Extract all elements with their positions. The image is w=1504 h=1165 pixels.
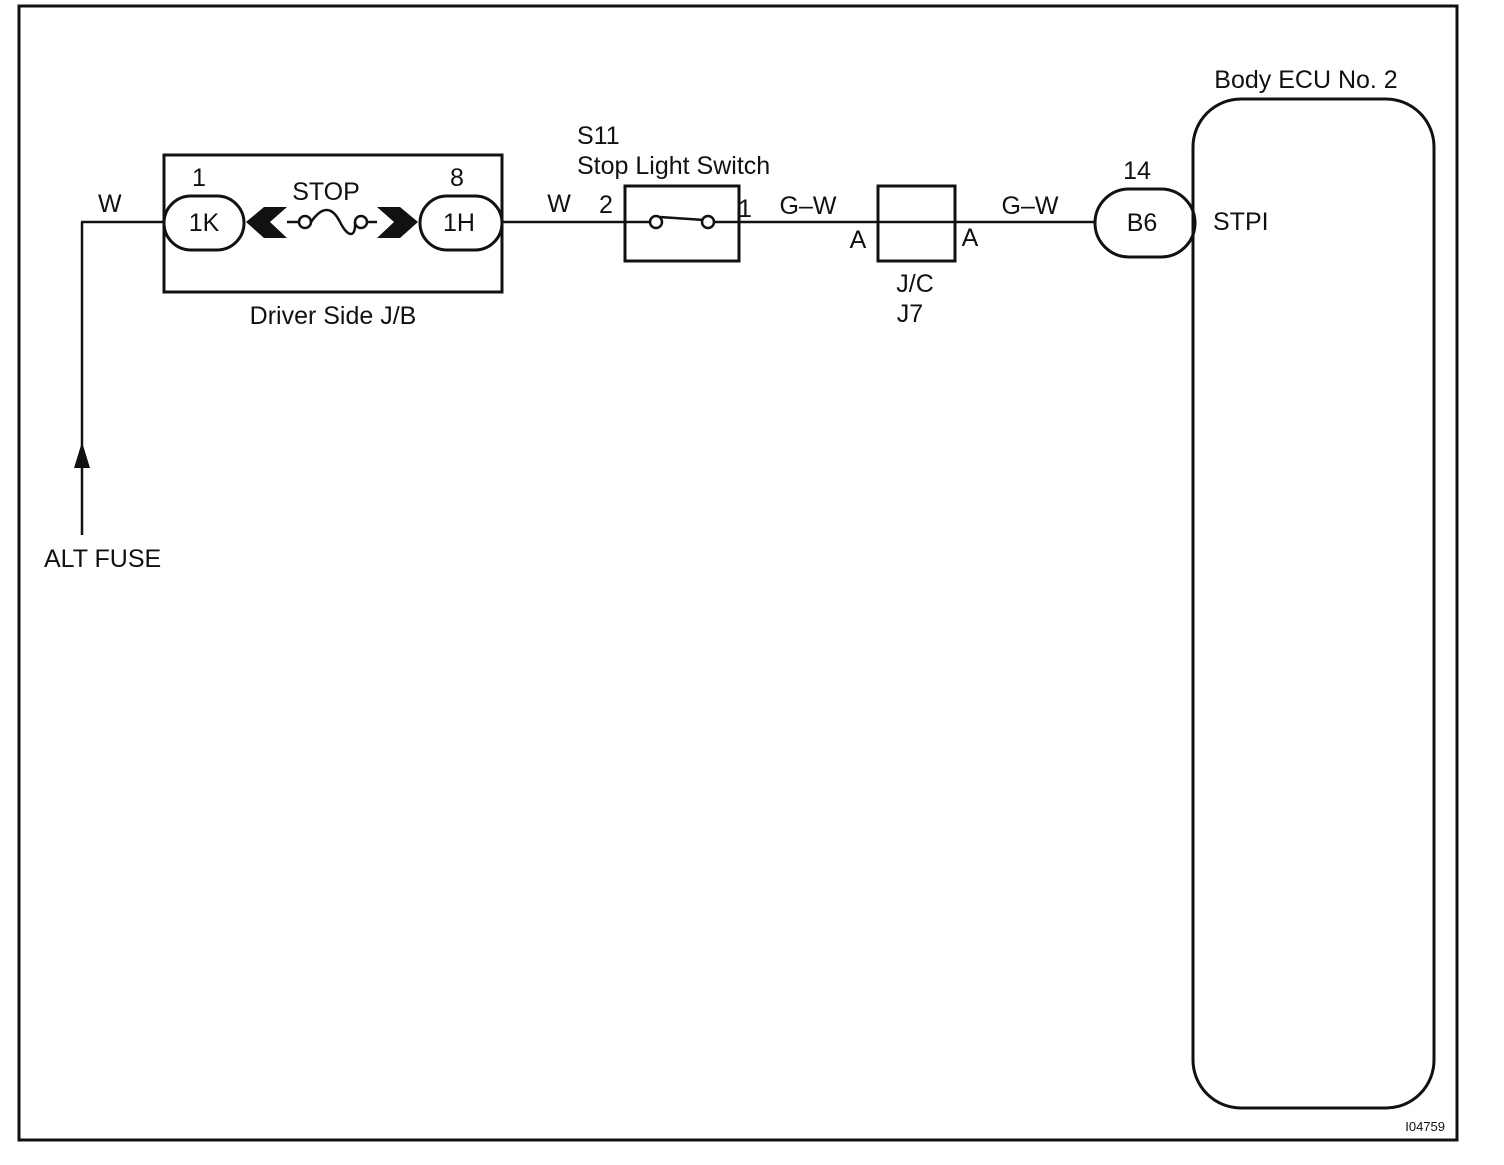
junction-connector-j7: A A J/C J7	[850, 184, 979, 328]
right-chevron-icon	[377, 207, 418, 238]
switch-contact-left	[648, 214, 664, 230]
junction-connector-box	[876, 184, 957, 263]
switch-contact-right	[700, 214, 716, 230]
alt-fuse-feed: ALT FUSE	[44, 222, 161, 573]
fuse-terminal-right	[353, 214, 369, 230]
wire-color-jc-to-ecu: G–W	[1002, 192, 1059, 220]
connector-b6	[1093, 187, 1197, 259]
alt-fuse-label: ALT FUSE	[44, 545, 161, 573]
switch-code: S11	[577, 122, 620, 150]
stop-light-switch: S11 Stop Light Switch 2 1	[577, 122, 770, 263]
connector-1h-pin: 8	[450, 164, 464, 192]
body-ecu: Body ECU No. 2 B6 14 STPI	[1093, 66, 1436, 1110]
wire-color-left-feed: W	[98, 190, 122, 218]
connector-1k	[162, 194, 246, 252]
switch-pin-in: 2	[599, 191, 613, 219]
ecu-terminal-stpi: STPI	[1213, 208, 1269, 236]
figure-id: I04759	[1405, 1119, 1445, 1134]
switch-pin-out: 1	[738, 195, 752, 223]
connector-1k-pin: 1	[192, 164, 206, 192]
ecu-outline	[1191, 97, 1436, 1110]
connector-b6-pin: 14	[1123, 157, 1151, 185]
left-chevron-icon	[246, 207, 287, 238]
outer-frame	[17, 4, 1459, 1142]
driver-side-junction-block: 1K 1 1H 8 STOP Driver Side J/B	[162, 153, 504, 330]
ecu-name: Body ECU No. 2	[1214, 66, 1397, 94]
switch-lever-icon	[659, 215, 705, 222]
jc-code: J7	[897, 300, 923, 328]
wire-color-jb-to-switch: W	[547, 190, 571, 218]
fuse-label: STOP	[292, 178, 360, 206]
junction-block-label: Driver Side J/B	[250, 302, 417, 330]
jc-pin-left: A	[850, 226, 867, 254]
wire-color-switch-to-jc: G–W	[780, 192, 837, 220]
jc-name: J/C	[896, 270, 934, 298]
connector-1h-code: 1H	[443, 209, 475, 237]
switch-box	[623, 184, 741, 263]
jc-pin-right: A	[962, 224, 979, 252]
connector-b6-code: B6	[1127, 209, 1158, 237]
fuse-icon	[309, 208, 357, 236]
fuse-terminal-left	[297, 214, 313, 230]
connector-1k-code: 1K	[189, 209, 220, 237]
switch-name: Stop Light Switch	[577, 152, 770, 180]
up-arrow-icon	[74, 442, 90, 468]
